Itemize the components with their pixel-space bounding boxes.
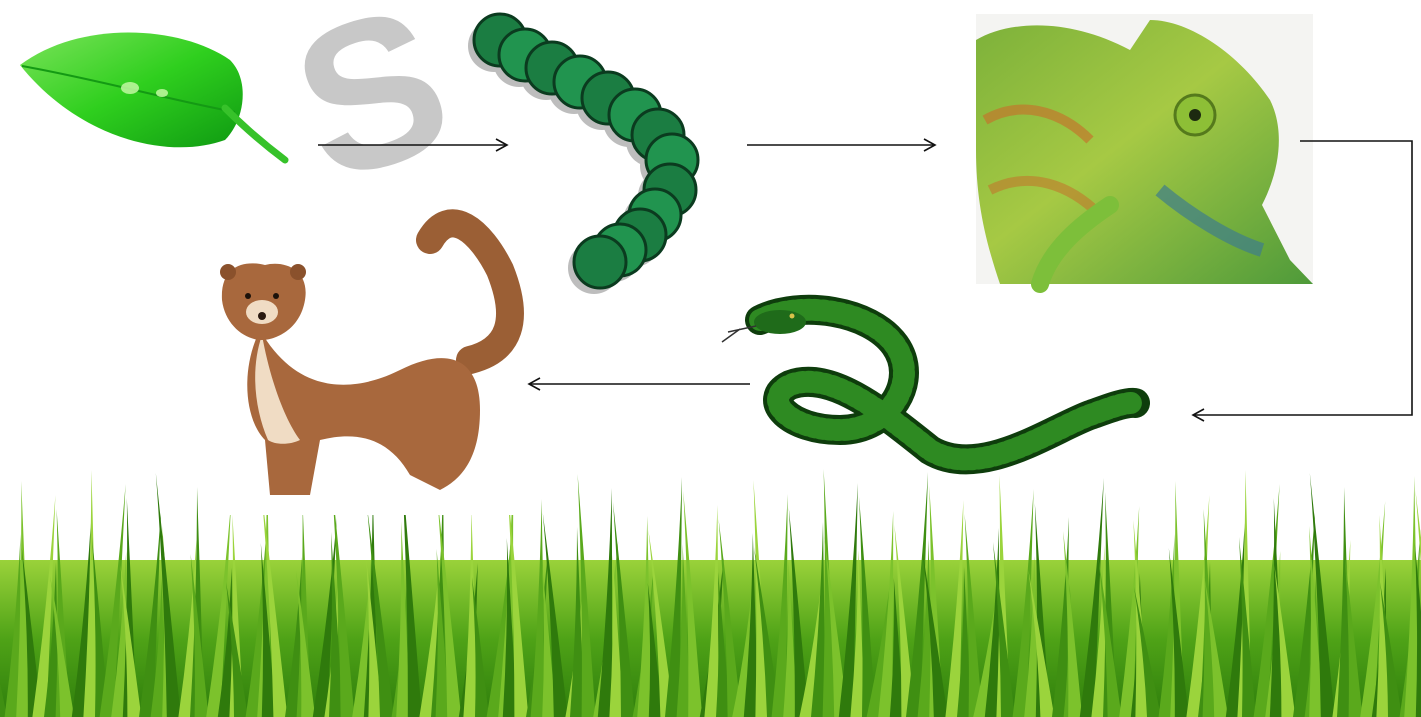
chameleon-icon (976, 14, 1313, 284)
watermark-letter: S (269, 0, 475, 226)
weasel-icon (210, 223, 528, 515)
leaf-icon (20, 33, 285, 161)
caterpillar-segment (574, 236, 626, 288)
snake-icon (722, 310, 1135, 460)
